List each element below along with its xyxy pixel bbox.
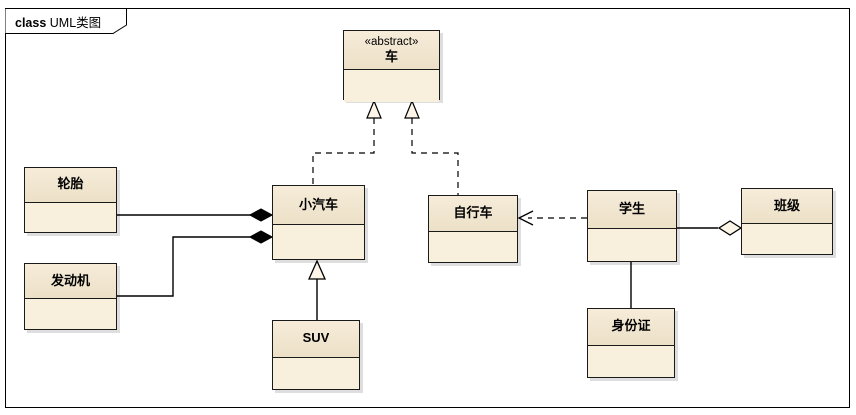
class-name-fadongji: 发动机 (50, 272, 90, 288)
class-header-luntai: 轮胎 (25, 168, 116, 203)
class-attributes-xuesheng (588, 228, 676, 261)
class-header-zixingche: 自行车 (429, 196, 517, 232)
class-header-shenfenzheng: 身份证 (588, 309, 674, 346)
class-attributes-shenfenzheng (588, 345, 674, 377)
class-attributes-che (344, 70, 439, 102)
class-box-fadongji[interactable]: 发动机 (24, 263, 117, 330)
class-header-suv: SUV (273, 321, 359, 358)
class-name-zixingche: 自行车 (453, 204, 493, 220)
class-name-suv: SUV (302, 330, 330, 346)
class-name-banji: 班级 (773, 197, 800, 213)
diagram-title: class UML类图 (15, 12, 101, 31)
class-header-banji: 班级 (742, 189, 832, 225)
diagram-title-keyword: class (15, 16, 47, 30)
class-box-che[interactable]: «abstract» 车 (343, 30, 440, 102)
class-box-xiaoqiche[interactable]: 小汽车 (272, 185, 365, 260)
class-attributes-suv (273, 357, 359, 389)
class-attributes-fadongji (25, 299, 116, 329)
class-name-luntai: 轮胎 (57, 176, 84, 192)
class-header-che: «abstract» 车 (344, 31, 439, 71)
class-box-shenfenzheng[interactable]: 身份证 (587, 308, 675, 378)
class-name-shenfenzheng: 身份证 (611, 318, 651, 334)
class-attributes-banji (742, 224, 832, 254)
class-box-zixingche[interactable]: 自行车 (428, 195, 518, 263)
class-header-xiaoqiche: 小汽车 (273, 186, 364, 226)
class-header-fadongji: 发动机 (25, 264, 116, 300)
class-box-banji[interactable]: 班级 (741, 188, 833, 255)
class-name-che: 车 (384, 48, 398, 64)
class-attributes-xiaoqiche (273, 225, 364, 259)
class-attributes-luntai (25, 202, 116, 232)
class-stereotype-che: «abstract» (364, 35, 419, 48)
class-attributes-zixingche (429, 231, 517, 262)
class-name-xiaoqiche: 小汽车 (298, 196, 338, 212)
class-box-luntai[interactable]: 轮胎 (24, 167, 117, 233)
class-header-xuesheng: 学生 (588, 191, 676, 229)
class-name-xuesheng: 学生 (618, 200, 645, 216)
class-box-xuesheng[interactable]: 学生 (587, 190, 677, 262)
diagram-title-name: UML类图 (46, 16, 102, 30)
class-box-suv[interactable]: SUV (272, 320, 360, 390)
